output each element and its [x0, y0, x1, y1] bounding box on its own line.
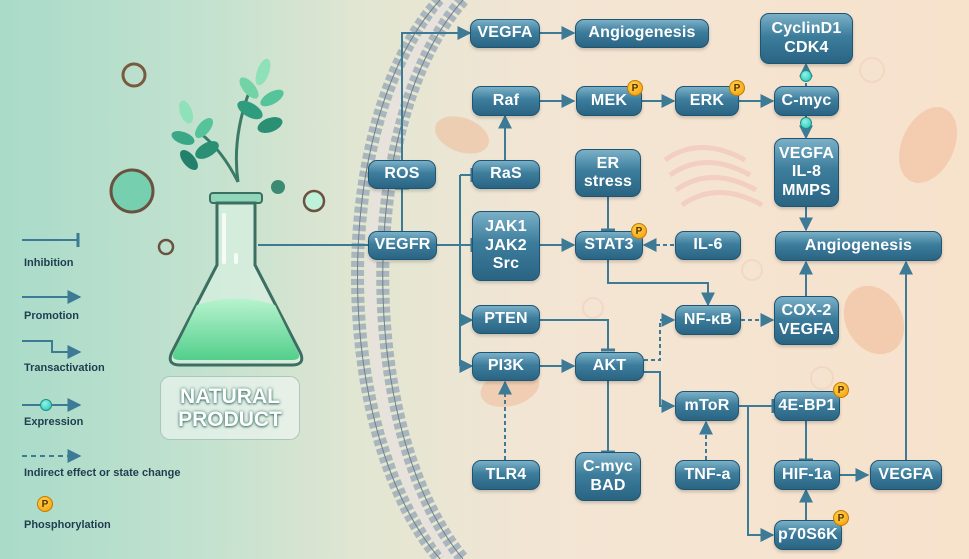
natural-product-label: NATURAL PRODUCT: [160, 376, 300, 440]
legend-promotion: Promotion: [24, 310, 79, 322]
legend-inhibition: Inhibition: [24, 257, 74, 269]
phospho-badge-4ebp1: P: [833, 382, 849, 398]
node-mtor: mToR: [675, 391, 739, 421]
legend-transactivation: Transactivation: [24, 362, 105, 374]
natural-product-line1: NATURAL: [180, 384, 280, 408]
node-akt: AKT: [575, 352, 644, 381]
node-pten: PTEN: [472, 305, 540, 334]
node-ras: RaS: [472, 160, 540, 189]
node-cmyc-bad: C-myc BAD: [575, 452, 641, 501]
legend-phosphorylation-icon: P: [37, 496, 53, 512]
legend-phosphorylation: Phosphorylation: [24, 519, 111, 531]
phospho-badge-p70s6k: P: [833, 510, 849, 526]
expression-badge-top: [800, 70, 812, 82]
node-4ebp1: 4E-BP1: [774, 391, 840, 421]
phospho-badge-stat3: P: [631, 223, 647, 239]
phospho-badge-mek: P: [627, 80, 643, 96]
legend-indirect: Indirect effect or state change: [24, 467, 181, 479]
node-pi3k: PI3K: [472, 352, 540, 381]
legend-expression: Expression: [24, 416, 84, 428]
node-nfkb: NF-κB: [675, 305, 741, 335]
node-vegfa-il8-mmps: VEGFA IL-8 MMPS: [774, 138, 839, 207]
phospho-badge-erk: P: [729, 80, 745, 96]
node-cox2-vegfa: COX-2 VEGFA: [774, 296, 839, 345]
node-mek: MEK: [576, 86, 642, 116]
membrane-tails: [366, 0, 456, 559]
natural-product-line2: PRODUCT: [178, 408, 282, 431]
node-er-stress: ER stress: [575, 149, 641, 197]
plant-icon: [171, 58, 284, 183]
node-cyclind1-cdk4: CyclinD1 CDK4: [760, 13, 853, 64]
node-jak-src: JAK1 JAK2 Src: [472, 211, 540, 281]
vesicle-decor: [582, 57, 885, 390]
node-cmyc-top: C-myc: [774, 86, 839, 116]
legend-lines: [22, 233, 82, 463]
expression-badge-bottom: [800, 117, 812, 129]
legend-expression-icon: [40, 399, 52, 411]
flask-icon: [168, 192, 304, 367]
mitochondrion-decor: [435, 107, 958, 408]
node-vegfa-bottom: VEGFA: [870, 460, 942, 490]
node-vegfa-top: VEGFA: [470, 19, 540, 48]
bubble-decor: [109, 62, 326, 256]
node-vegfr: VEGFR: [368, 231, 437, 260]
node-tnfa: TNF-a: [675, 460, 740, 490]
node-hif1a: HIF-1a: [774, 460, 840, 490]
node-ros: ROS: [368, 160, 436, 189]
node-angiogenesis-mid: Angiogenesis: [775, 231, 942, 261]
node-il6: IL-6: [675, 231, 741, 260]
node-p70s6k: p70S6K: [774, 520, 842, 550]
node-raf: Raf: [472, 86, 540, 116]
node-tlr4: TLR4: [472, 460, 540, 490]
node-erk: ERK: [675, 86, 739, 116]
node-angiogenesis-top: Angiogenesis: [575, 19, 709, 48]
